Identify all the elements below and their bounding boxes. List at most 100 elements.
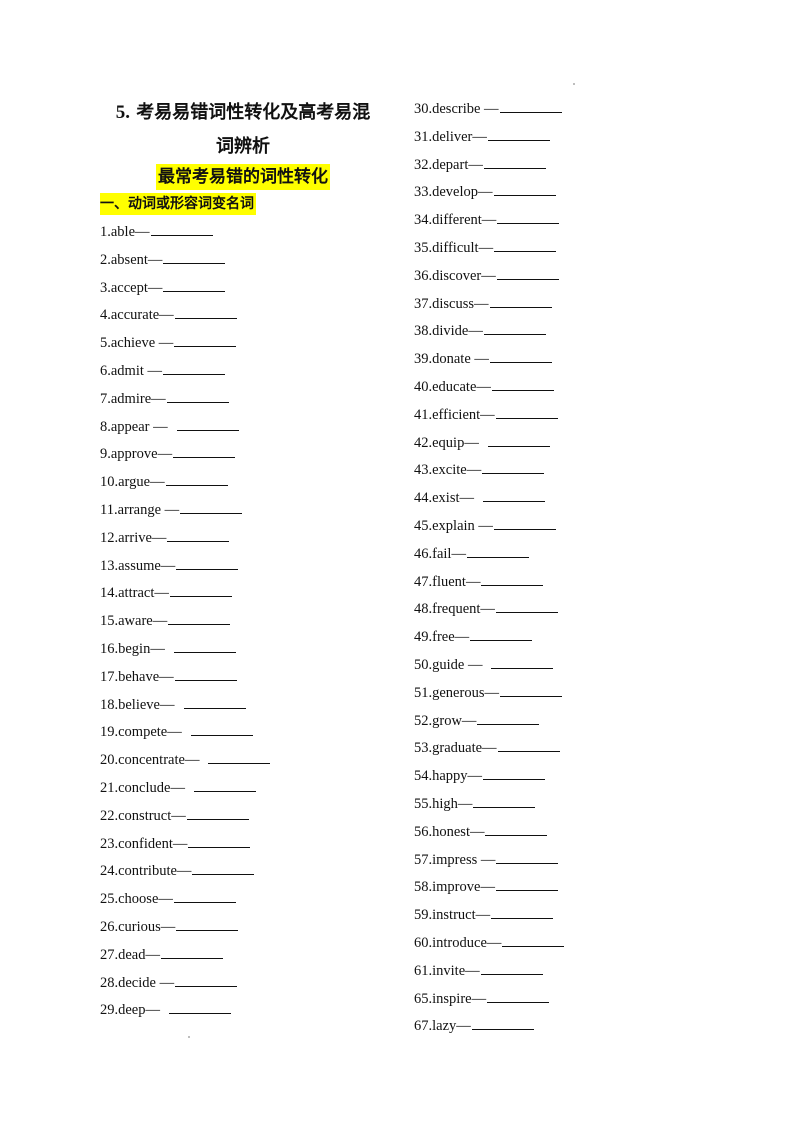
answer-blank[interactable] — [487, 988, 550, 1003]
answer-blank[interactable] — [480, 960, 543, 975]
answer-blank[interactable] — [175, 972, 238, 987]
answer-blank[interactable] — [494, 237, 557, 252]
word-item: 61.invite— — [414, 958, 714, 986]
word-item: 12.arrive— — [100, 525, 400, 553]
word-label: 38.divide— — [414, 323, 483, 340]
word-item: 28.decide — — [100, 970, 400, 998]
answer-blank[interactable] — [176, 916, 239, 931]
answer-blank[interactable] — [483, 154, 546, 169]
answer-blank[interactable] — [173, 638, 236, 653]
answer-blank[interactable] — [491, 654, 554, 669]
answer-blank[interactable] — [491, 904, 554, 920]
answer-blank[interactable] — [169, 999, 231, 1015]
answer-blank[interactable] — [466, 543, 529, 558]
answer-blank[interactable] — [483, 765, 546, 781]
answer-blank[interactable] — [208, 749, 271, 765]
answer-blank[interactable] — [166, 388, 229, 403]
answer-blank[interactable] — [186, 805, 249, 820]
answer-blank[interactable] — [487, 126, 550, 141]
answer-blank[interactable] — [163, 249, 226, 264]
answer-blank[interactable] — [167, 527, 230, 542]
word-item: 56.honest— — [414, 819, 714, 847]
answer-blank[interactable] — [174, 304, 237, 320]
answer-blank[interactable] — [180, 499, 243, 514]
answer-blank[interactable] — [176, 555, 239, 570]
word-label: 12.arrive— — [100, 529, 167, 546]
answer-blank[interactable] — [163, 277, 226, 292]
answer-blank[interactable] — [482, 459, 545, 475]
answer-blank[interactable] — [165, 471, 228, 487]
word-item: 17.behave— — [100, 664, 400, 692]
word-item: 40.educate— — [414, 374, 714, 402]
answer-blank[interactable] — [489, 348, 552, 364]
answer-blank[interactable] — [163, 360, 226, 375]
answer-blank[interactable] — [193, 777, 256, 792]
word-label: 7.admire— — [100, 390, 166, 407]
answer-blank[interactable] — [495, 876, 558, 892]
word-label: 53.graduate— — [414, 740, 497, 757]
answer-blank[interactable] — [496, 849, 559, 864]
word-label: 19.compete— — [100, 724, 182, 741]
word-label: 59.instruct— — [414, 907, 491, 924]
word-label: 51.generous— — [414, 684, 499, 701]
answer-blank[interactable] — [491, 376, 554, 391]
answer-blank[interactable] — [493, 181, 556, 197]
answer-blank[interactable] — [495, 598, 558, 614]
word-item: 14.attract— — [100, 580, 400, 608]
word-label: 57.impress — — [414, 851, 496, 868]
answer-blank[interactable] — [473, 793, 536, 808]
answer-blank[interactable] — [176, 416, 239, 431]
word-item: 53.graduate— — [414, 735, 714, 763]
answer-blank[interactable] — [173, 888, 236, 904]
scan-dot — [188, 1036, 190, 1038]
answer-blank[interactable] — [493, 515, 556, 530]
answer-blank[interactable] — [483, 320, 546, 336]
answer-blank[interactable] — [150, 221, 213, 236]
word-label: 21.conclude— — [100, 779, 185, 796]
word-item: 43.excite— — [414, 457, 714, 485]
word-item: 31.deliver— — [414, 124, 714, 152]
answer-blank[interactable] — [190, 721, 253, 737]
answer-blank[interactable] — [485, 821, 548, 836]
answer-blank[interactable] — [499, 98, 562, 113]
answer-blank[interactable] — [161, 944, 223, 959]
answer-blank[interactable] — [483, 487, 546, 503]
answer-blank[interactable] — [168, 610, 231, 626]
word-item: 65.inspire— — [414, 986, 714, 1014]
title-number: 5. — [115, 102, 130, 123]
answer-blank[interactable] — [183, 694, 246, 709]
word-label: 35.difficult— — [414, 239, 494, 256]
word-label: 52.grow— — [414, 712, 477, 729]
answer-blank[interactable] — [470, 626, 533, 642]
answer-blank[interactable] — [499, 682, 562, 697]
answer-blank[interactable] — [174, 332, 237, 348]
answer-blank[interactable] — [502, 932, 565, 947]
word-label: 54.happy— — [414, 768, 483, 785]
word-label: 9.approve— — [100, 446, 173, 463]
scan-dot — [573, 83, 575, 85]
answer-blank[interactable] — [174, 666, 237, 681]
answer-blank[interactable] — [173, 443, 236, 459]
answer-blank[interactable] — [192, 860, 255, 876]
answer-blank[interactable] — [496, 265, 559, 280]
word-item: 27.dead— — [100, 942, 400, 970]
word-label: 56.honest— — [414, 823, 485, 840]
answer-blank[interactable] — [497, 209, 560, 225]
word-label: 28.decide — — [100, 974, 175, 991]
answer-blank[interactable] — [489, 293, 552, 308]
word-item: 32.depart— — [414, 152, 714, 180]
word-item: 38.divide— — [414, 318, 714, 346]
answer-blank[interactable] — [169, 582, 232, 598]
answer-blank[interactable] — [471, 1015, 534, 1031]
word-label: 15.aware— — [100, 613, 168, 630]
word-label: 17.behave— — [100, 668, 174, 685]
answer-blank[interactable] — [477, 710, 540, 725]
answer-blank[interactable] — [497, 737, 560, 753]
word-label: 41.efficient— — [414, 406, 495, 423]
answer-blank[interactable] — [495, 404, 558, 419]
answer-blank[interactable] — [481, 571, 544, 586]
word-item: 54.happy— — [414, 763, 714, 791]
word-item: 9.approve— — [100, 441, 400, 469]
answer-blank[interactable] — [188, 833, 251, 848]
answer-blank[interactable] — [487, 432, 550, 447]
